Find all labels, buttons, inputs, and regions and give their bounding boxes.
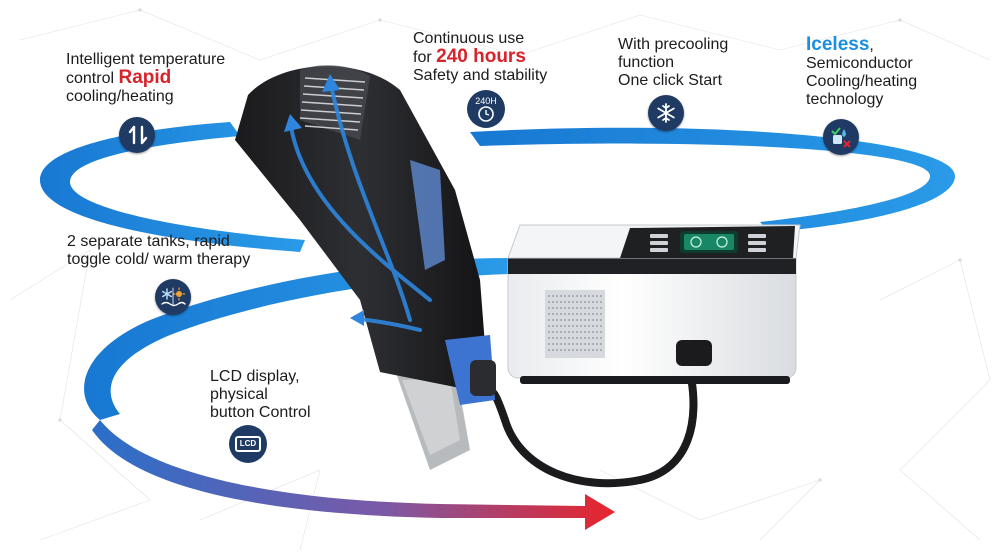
iceless-highlight: Iceless: [806, 34, 870, 55]
cable: [484, 368, 698, 488]
tanks-line1: 2 separate tanks, rapid: [67, 233, 230, 250]
iceless-line4: technology: [806, 91, 884, 108]
feature-temperature-control: Intelligent temperature control Rapid co…: [66, 51, 225, 106]
iceless-line1: Iceless,: [806, 34, 917, 55]
hours-line3: Safety and stability: [413, 67, 548, 84]
iceless-line3: Cooling/heating: [806, 73, 918, 90]
lcd-line2: physical: [210, 386, 268, 403]
temp-line2-prefix: control: [66, 70, 119, 87]
feature-iceless: Iceless, Semiconductor Cooling/heating t…: [806, 34, 918, 109]
temp-line3: cooling/heating: [66, 88, 174, 105]
no-ice-icon: [823, 119, 859, 155]
lcd-icon-label: LCD: [234, 436, 262, 452]
hours-line2-prefix: for: [413, 49, 437, 66]
precool-line2: function: [618, 54, 675, 71]
temp-line2: control Rapid: [66, 67, 225, 88]
precool-line1: With precooling: [618, 36, 729, 53]
hours-line2: for 240 hours: [413, 46, 547, 67]
feature-continuous-use: Continuous use for 240 hours Safety and …: [413, 30, 547, 85]
hours-line1: Continuous use: [413, 30, 525, 47]
tanks-line2: toggle cold/ warm therapy: [67, 251, 251, 268]
lower-arrow: [92, 420, 615, 530]
iceless-line2: Semiconductor: [806, 55, 913, 72]
lcd-line3: button Control: [210, 404, 311, 421]
cooling-machine: [507, 224, 801, 384]
network-lines: [9, 8, 991, 551]
clock-icon: 240H: [467, 90, 505, 128]
lcd-icon: LCD: [229, 425, 267, 463]
temp-highlight: Rapid: [118, 67, 172, 88]
precool-line3: One click Start: [618, 72, 723, 89]
feature-lcd: LCD display, physical button Control: [210, 368, 311, 422]
feature-tanks: 2 separate tanks, rapid toggle cold/ war…: [67, 233, 250, 269]
upper-ribbon: [40, 122, 955, 252]
hours-icon-label: 240H: [475, 96, 497, 106]
iceless-comma: ,: [869, 37, 874, 54]
temp-line1: Intelligent temperature: [66, 51, 226, 68]
up-down-arrows-icon: [119, 117, 155, 153]
lcd-line1: LCD display,: [210, 368, 300, 385]
therapy-sleeve: [235, 65, 496, 470]
cold-warm-icon: [155, 279, 191, 315]
feature-precooling: With precooling function One click Start: [618, 36, 728, 90]
hours-highlight: 240 hours: [436, 46, 526, 67]
snowflake-icon: [648, 95, 684, 131]
